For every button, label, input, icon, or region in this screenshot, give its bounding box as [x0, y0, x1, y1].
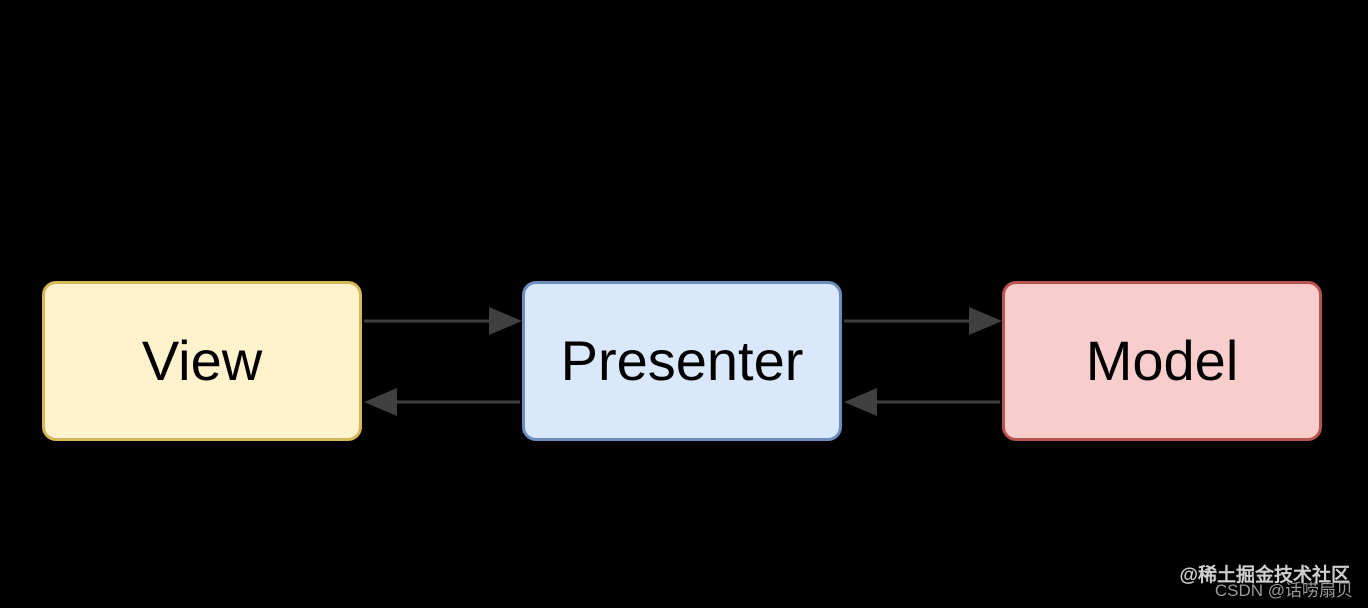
watermark-csdn: CSDN @话唠扇贝 — [1214, 581, 1353, 600]
node-presenter-label: Presenter — [560, 329, 804, 392]
watermark-juejin: @稀土掘金技术社区 — [1179, 565, 1350, 586]
arrow-presenter-to-model — [844, 307, 1002, 335]
arrow-presenter-to-view — [364, 388, 520, 416]
node-view-label: View — [141, 329, 263, 392]
arrow-view-to-presenter — [364, 307, 522, 335]
node-model: Model — [1002, 281, 1322, 441]
node-model-label: Model — [1085, 329, 1239, 392]
node-presenter: Presenter — [522, 281, 842, 441]
node-view: View — [42, 281, 362, 441]
arrow-model-to-presenter — [844, 388, 1000, 416]
